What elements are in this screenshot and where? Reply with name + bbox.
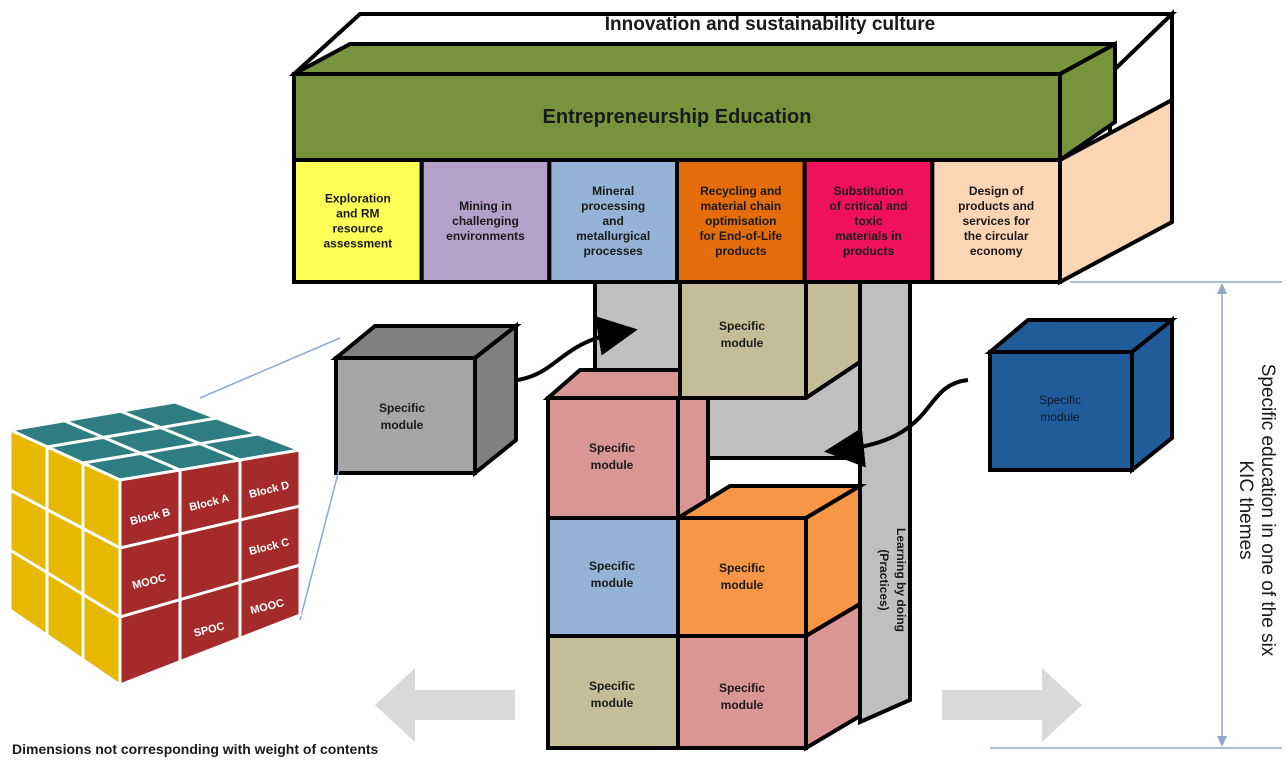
theme-label: services for [962,214,1030,228]
module-label: Specific [1039,393,1081,407]
bracket-arrow-down [1217,736,1227,747]
rubik-grid-line [119,409,241,462]
pink-module-2-side [804,600,862,752]
culture-label: Innovation and sustainability culture [605,14,935,35]
entrepreneurship-top-face [293,42,1116,76]
theme-label: material chain [700,199,781,213]
gray-cube-side [473,321,518,478]
module-label: module [591,576,634,590]
module-label: Specific [589,559,635,573]
theme-label: Recycling and [700,184,781,198]
rubik-grid-line [46,416,218,449]
rubik-grid-line [9,488,121,550]
entrepreneurship-layer: Entrepreneurship Education [292,40,1117,164]
pink-stack-top [542,368,682,400]
dimension-bracket: Specific education in one of the six KIC… [990,281,1282,749]
khaki-module-top [678,280,808,400]
theme-label: Design of [969,184,1025,198]
connector-line [199,337,341,399]
module-label: module [591,696,634,710]
pink-module-1 [546,396,680,520]
practices-column [858,280,912,726]
theme-label: of critical and [829,199,907,213]
theme-label: Substitution [834,184,904,198]
gray-cube: Specific module [330,321,522,478]
module-label: module [721,698,764,712]
module-label: module [721,336,764,350]
navy-cube-side [1130,315,1174,475]
theme-label: metallurgical [576,229,650,243]
theme-label: Exploration [325,192,391,206]
module-label: Specific [719,681,765,695]
practices-label-line2: (Practices) [877,549,891,610]
theme-label: toxic [854,214,882,228]
module-label: module [1040,410,1080,424]
theme-cell [419,158,552,284]
theme-label: Mining in [459,199,512,213]
entrepreneurship-label: Entrepreneurship Education [543,106,812,128]
pink-module-2 [676,634,808,750]
rubik-cube: Block B Block A Block D Block C MOOC SPO… [4,337,341,688]
module-label: module [591,458,634,472]
theme-label: and RM [336,207,379,221]
rubik-grid-line [82,432,259,465]
theme-label: processes [583,244,643,258]
theme-label: and [602,214,623,228]
theme-label: economy [970,244,1023,258]
theme-label: resource [332,222,383,236]
navy-cube: Specific module [984,315,1178,475]
theme-label: materials in [835,229,902,243]
curved-arrow-left [517,316,638,382]
entrepreneurship-front-face [292,72,1062,162]
practices-label-line1: Learning by doing [894,528,908,632]
module-label: module [381,418,424,432]
rubik-grid-line [9,548,121,619]
curved-arrow-right [824,378,969,468]
module-label: Specific [719,561,765,575]
theme-label: optimisation [705,214,776,228]
rubik-grid-line [119,563,301,619]
theme-label: assessment [323,237,392,251]
right-axis-label-line2: KIC themes [1235,460,1256,559]
orange-module-front [676,516,808,638]
module-label: Specific [589,679,635,693]
module-label: Specific [719,319,765,333]
bracket-arrow-up [1217,283,1227,294]
connector-line [299,465,341,621]
theme-label: processing [581,199,645,213]
gray-cube-front [334,356,477,475]
theme-label: Mineral [592,184,634,198]
rubik-grid-line [119,504,301,550]
theme-label: challenging [452,214,519,228]
right-arrow [942,668,1082,742]
theme-label: products [715,244,767,258]
module-pillar: Learning by doing (Practices) Specific m… [542,280,912,752]
theme-label: the circular [964,229,1029,243]
module-label: Specific [379,401,425,415]
theme-label: for End-of-Life [700,229,783,243]
module-label: Specific [589,441,635,455]
theme-label: products [843,244,895,258]
theme-cell [930,158,1062,284]
module-label: module [721,578,764,592]
entrepreneurship-side-face [1058,40,1117,164]
right-axis-label-line1: Specific education in one of the six [1257,364,1278,657]
theme-label: products and [958,199,1034,213]
theme-label: environments [446,229,525,243]
khaki-module-bottom [546,634,680,750]
footnote: Dimensions not corresponding with weight… [12,741,379,757]
left-arrow [375,668,515,742]
rubik-grid-line [64,419,181,472]
